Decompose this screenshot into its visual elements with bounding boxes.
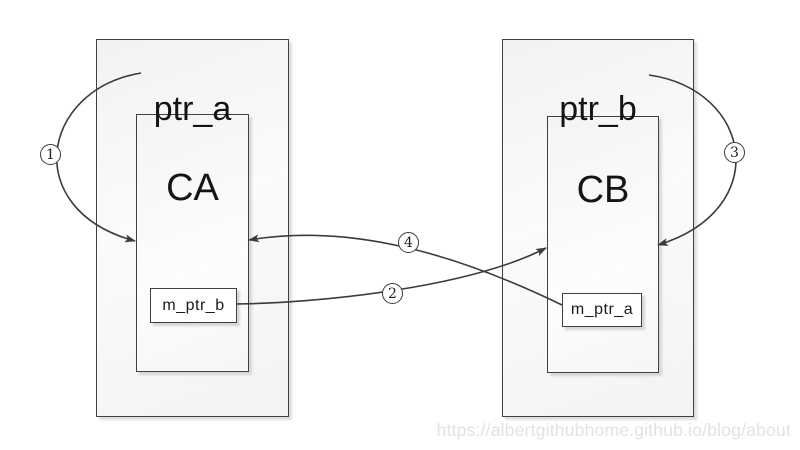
step-badge-3: 3 <box>724 142 745 163</box>
object-box-cb: CB m_ptr_a <box>547 116 659 373</box>
step-badge-2: 2 <box>382 283 403 304</box>
scope-box-b: ptr_b CB m_ptr_a <box>502 39 694 417</box>
member-label-m-ptr-b: m_ptr_b <box>162 296 225 314</box>
member-box-m-ptr-b: m_ptr_b <box>150 288 237 323</box>
step-badge-1: 1 <box>40 144 61 165</box>
object-box-ca: CA m_ptr_b <box>136 114 249 372</box>
member-label-m-ptr-a: m_ptr_a <box>570 301 634 318</box>
scope-box-a: ptr_a CA m_ptr_b <box>96 39 289 417</box>
step-badge-4: 4 <box>398 232 419 253</box>
watermark-url: https://albertgithubhome.github.io/blog/… <box>436 420 791 440</box>
member-box-m-ptr-a: m_ptr_a <box>562 293 642 327</box>
object-label-ca: CA <box>166 167 219 209</box>
object-label-cb: CB <box>576 169 630 211</box>
pointer-label-ptr-a: ptr_a <box>153 90 232 128</box>
pointer-label-ptr-b: ptr_b <box>559 90 637 128</box>
